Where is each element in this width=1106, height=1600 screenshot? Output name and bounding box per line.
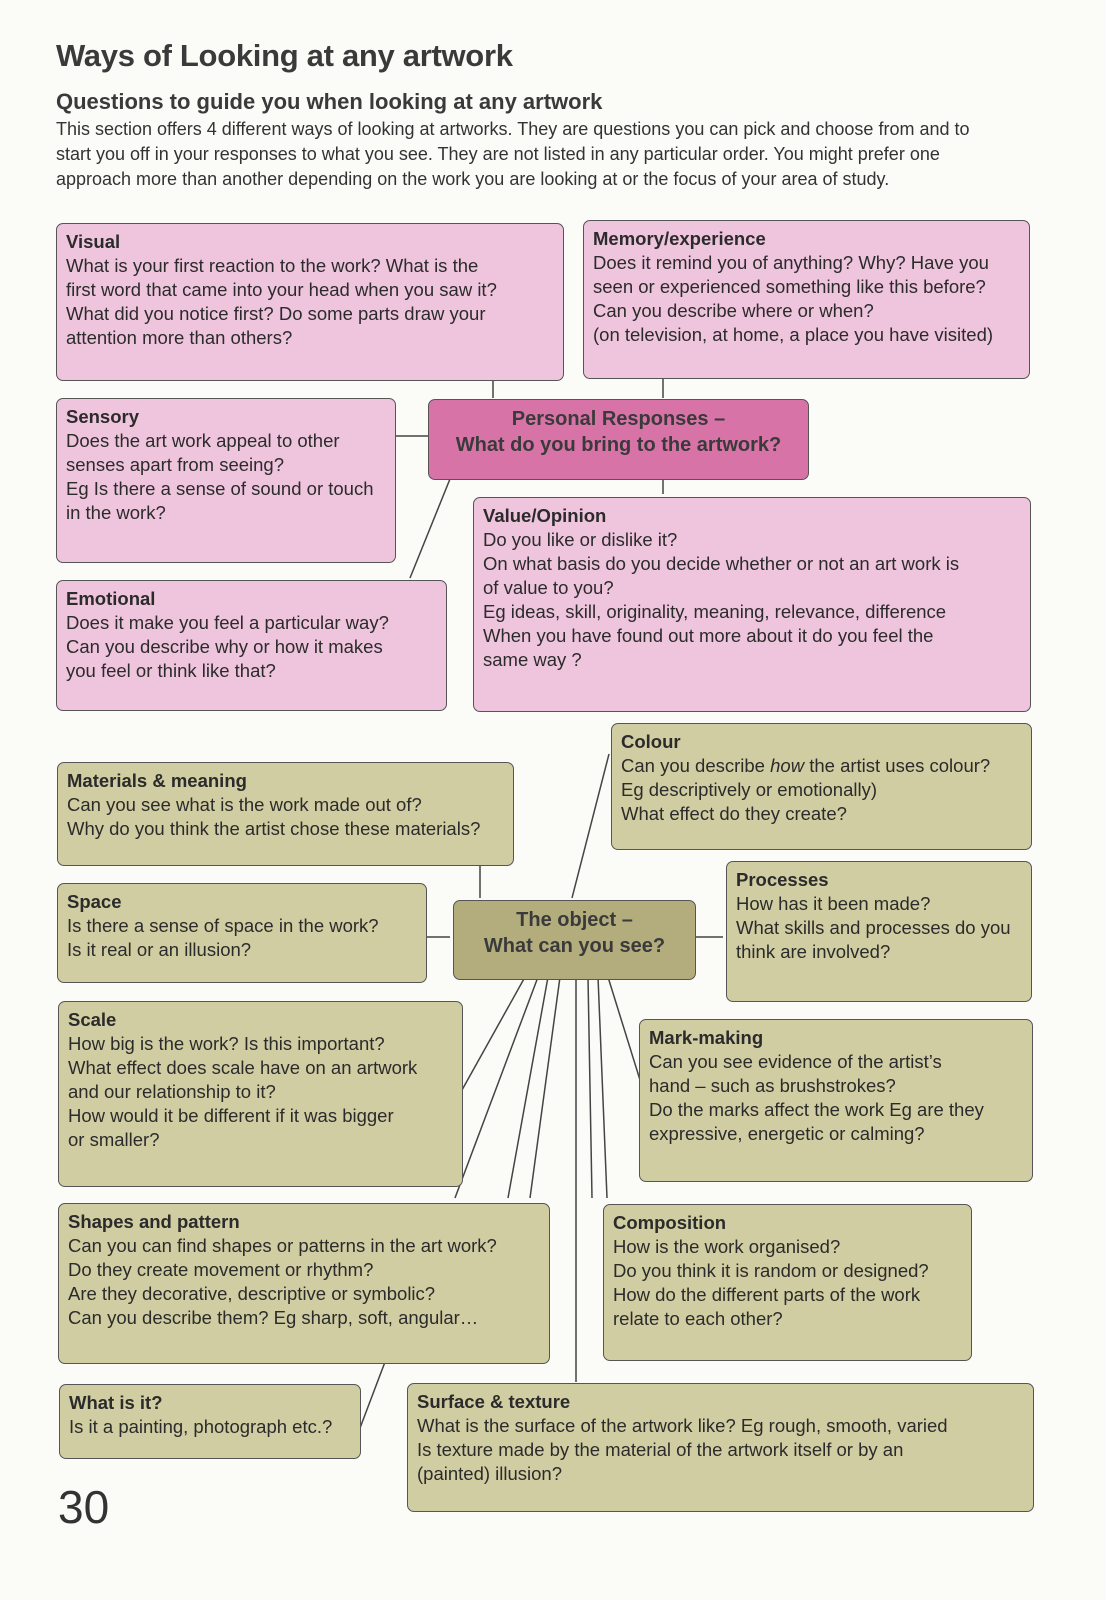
colour-emphasis: how	[770, 755, 805, 776]
value-opinion-title: Value/Opinion	[483, 505, 607, 526]
mark-making-title: Mark-making	[649, 1027, 764, 1048]
what-is-it-box: What is it? Is it a painting, photograph…	[59, 1384, 361, 1459]
shapes-pattern-text: Can you can find shapes or patterns in t…	[68, 1235, 497, 1328]
visual-box: Visual What is your first reaction to th…	[56, 223, 564, 381]
materials-meaning-box: Materials & meaning Can you see what is …	[57, 762, 514, 866]
mark-making-box: Mark-making Can you see evidence of the …	[639, 1019, 1033, 1182]
connector-shapes-3	[529, 976, 561, 1199]
emotional-title: Emotional	[66, 588, 156, 609]
page-subtitle: Questions to guide you when looking at a…	[56, 89, 603, 114]
connector-scale	[461, 976, 526, 1091]
emotional-text: Does it make you feel a particular way? …	[66, 612, 389, 681]
visual-text: What is your first reaction to the work?…	[66, 255, 497, 348]
connector-composition-2	[597, 976, 608, 1199]
page-number: 30	[58, 1481, 110, 1533]
processes-box: Processes How has it been made? What ski…	[726, 861, 1032, 1002]
connector-mark-making	[607, 976, 641, 1081]
composition-text: How is the work organised? Do you think …	[613, 1236, 929, 1329]
object-hub: The object – What can you see?	[453, 900, 696, 980]
connector-shapes-2	[507, 976, 549, 1199]
what-is-it-text: Is it a painting, photograph etc.?	[69, 1416, 333, 1437]
processes-text: How has it been made? What skills and pr…	[736, 893, 1011, 962]
colour-box: Colour Can you describe how the artist u…	[611, 723, 1032, 850]
scale-title: Scale	[68, 1009, 117, 1030]
sensory-text: Does the art work appeal to other senses…	[66, 430, 374, 523]
shapes-pattern-title: Shapes and pattern	[68, 1211, 240, 1232]
emotional-box: Emotional Does it make you feel a partic…	[56, 580, 447, 711]
memory-text: Does it remind you of anything? Why? Hav…	[593, 252, 994, 345]
memory-title: Memory/experience	[593, 228, 766, 249]
visual-title: Visual	[66, 231, 121, 252]
connector-emotional	[409, 473, 453, 579]
value-opinion-box: Value/Opinion Do you like or dislike it?…	[473, 497, 1031, 712]
surface-texture-title: Surface & texture	[417, 1391, 571, 1412]
composition-title: Composition	[613, 1212, 727, 1233]
materials-meaning-text: Can you see what is the work made out of…	[67, 794, 481, 839]
intro-text: This section offers 4 different ways of …	[56, 119, 970, 189]
space-text: Is there a sense of space in the work? I…	[67, 915, 379, 960]
mark-making-text: Can you see evidence of the artist’s han…	[649, 1051, 984, 1144]
colour-text: Can you describe how the artist uses col…	[621, 755, 991, 824]
scale-box: Scale How big is the work? Is this impor…	[58, 1001, 463, 1187]
what-is-it-title: What is it?	[69, 1392, 163, 1413]
page-title: Ways of Looking at any artwork	[56, 38, 513, 73]
processes-title: Processes	[736, 869, 829, 890]
connector-what-is-it	[359, 1361, 386, 1429]
space-box: Space Is there a sense of space in the w…	[57, 883, 427, 983]
materials-meaning-title: Materials & meaning	[67, 770, 247, 791]
composition-box: Composition How is the work organised? D…	[603, 1204, 972, 1361]
space-title: Space	[67, 891, 122, 912]
connector-composition-1	[587, 976, 593, 1199]
value-opinion-text: Do you like or dislike it? On what basis…	[483, 529, 960, 670]
surface-texture-text: What is the surface of the artwork like?…	[417, 1415, 948, 1484]
surface-texture-box: Surface & texture What is the surface of…	[407, 1383, 1034, 1512]
sensory-box: Sensory Does the art work appeal to othe…	[56, 398, 396, 563]
shapes-pattern-box: Shapes and pattern Can you can find shap…	[58, 1203, 550, 1364]
memory-box: Memory/experience Does it remind you of …	[583, 220, 1030, 379]
connector-colour	[571, 753, 610, 899]
scale-text: How big is the work? Is this important? …	[68, 1033, 418, 1150]
personal-responses-hub: Personal Responses – What do you bring t…	[428, 399, 809, 480]
colour-title: Colour	[621, 731, 681, 752]
sensory-title: Sensory	[66, 406, 140, 427]
connector-shapes-1	[454, 976, 539, 1199]
